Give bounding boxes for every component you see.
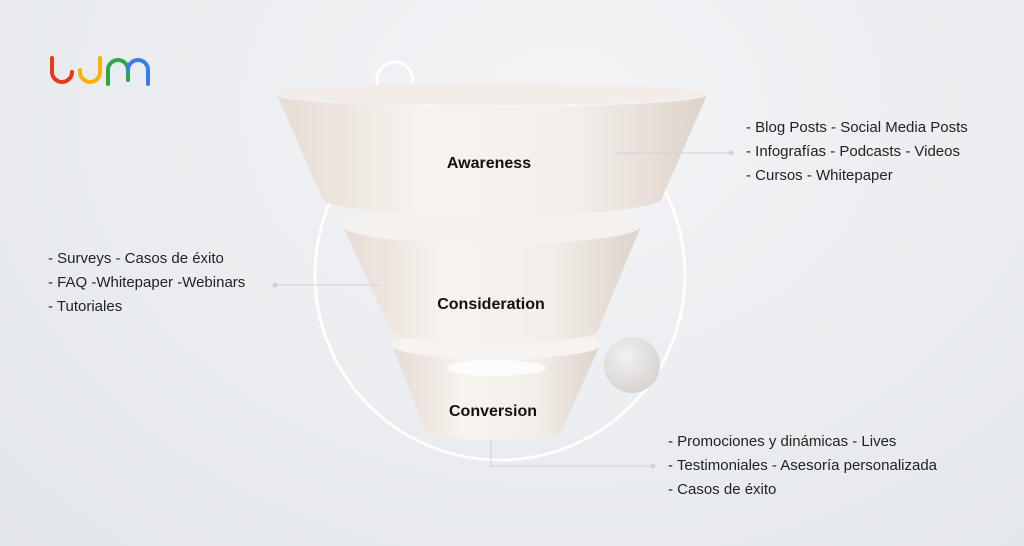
stage-label-conversion: Conversion: [448, 403, 538, 420]
connectors: [272, 150, 734, 469]
stage-label-awareness: Awareness: [446, 155, 532, 172]
list-item: - Cursos - Whitepaper: [746, 167, 893, 184]
funnel-tier-awareness: [277, 83, 707, 216]
funnel-tier-consideration: [343, 208, 641, 344]
list-item: - Testimoniales - Asesoría personalizada: [668, 457, 938, 474]
funnel-tier-conversion: [392, 331, 600, 441]
list-item: - Casos de éxito: [668, 481, 777, 498]
awareness-content-list: - Blog Posts - Social Media Posts - Info…: [746, 116, 968, 188]
list-item: - Surveys - Casos de éxito: [48, 250, 224, 267]
list-item: - Tutoriales: [48, 298, 123, 315]
udm-logo: [50, 56, 150, 86]
stage-label-consideration: Consideration: [437, 296, 545, 313]
decorative-ball: [604, 337, 660, 393]
conversion-content-list: - Promociones y dinámicas - Lives - Test…: [668, 430, 937, 502]
consideration-content-list: - Surveys - Casos de éxito - FAQ -Whitep…: [48, 247, 245, 319]
list-item: - FAQ -Whitepaper -Webinars: [48, 274, 246, 291]
list-item: - Promociones y dinámicas - Lives: [668, 433, 897, 450]
list-item: - Infografías - Podcasts - Videos: [746, 143, 960, 160]
list-item: - Blog Posts - Social Media Posts: [746, 119, 968, 136]
